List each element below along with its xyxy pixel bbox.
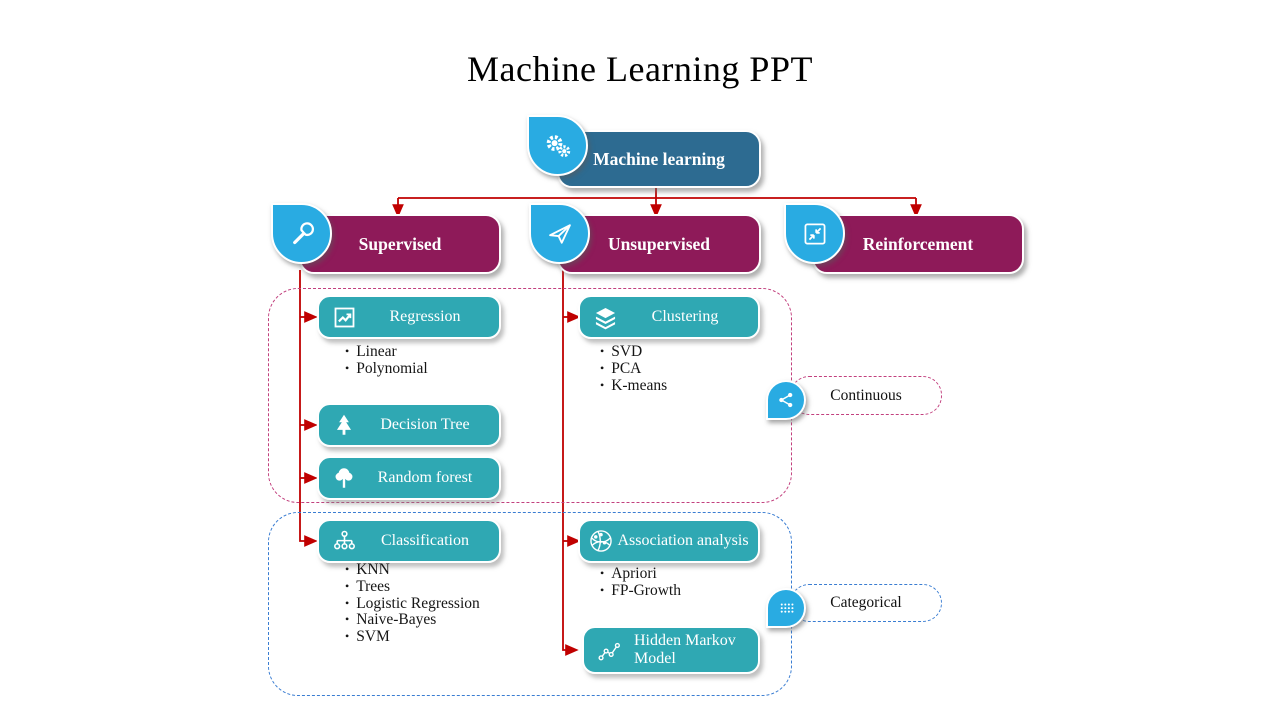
node-regression: Regression bbox=[317, 295, 501, 339]
node-label: Machine learning bbox=[593, 148, 725, 169]
node-classification: Classification bbox=[317, 519, 501, 563]
node-label: Association analysis bbox=[617, 532, 749, 549]
compress-arrows-icon bbox=[784, 203, 845, 264]
regression-methods-list: Linear Polynomial bbox=[345, 343, 428, 378]
chart-line-icon bbox=[329, 302, 359, 332]
gears-icon bbox=[527, 115, 588, 176]
node-reinforcement: Reinforcement bbox=[812, 214, 1024, 274]
paper-plane-icon bbox=[529, 203, 590, 264]
node-label: Regression bbox=[389, 308, 461, 325]
tag-categorical: Categorical bbox=[790, 584, 942, 622]
markov-chain-icon bbox=[594, 635, 624, 665]
list-item: SVD bbox=[600, 343, 667, 361]
round-tree-icon bbox=[329, 463, 359, 493]
node-label: Classification bbox=[381, 532, 469, 549]
dot-grid-icon bbox=[766, 588, 806, 628]
wrench-icon bbox=[271, 203, 332, 264]
list-item: Polynomial bbox=[345, 360, 427, 378]
classification-methods-list: KNN Trees Logistic Regression Naive-Baye… bbox=[345, 561, 480, 646]
list-item: Linear bbox=[345, 343, 428, 361]
list-item: K-means bbox=[600, 377, 667, 395]
node-clustering: Clustering bbox=[578, 295, 760, 339]
list-item: SVM bbox=[345, 628, 480, 646]
node-label: Unsupervised bbox=[607, 233, 711, 254]
node-label: Random forest bbox=[377, 469, 473, 486]
node-label: Reinforcement bbox=[862, 233, 974, 254]
list-item: Naive-Bayes bbox=[345, 612, 480, 629]
node-decision-tree: Decision Tree bbox=[317, 403, 501, 447]
node-label: Hidden Markov Model bbox=[634, 632, 736, 667]
org-chart-icon bbox=[329, 526, 359, 556]
node-machine-learning: Machine learning bbox=[557, 130, 761, 188]
node-association-analysis: Association analysis bbox=[578, 519, 760, 563]
list-item: Apriori bbox=[600, 565, 681, 583]
list-item: PCA bbox=[600, 360, 667, 378]
tag-continuous: Continuous bbox=[790, 376, 942, 415]
node-random-forest: Random forest bbox=[317, 456, 501, 500]
share-nodes-icon bbox=[766, 380, 806, 420]
tag-label: Continuous bbox=[830, 386, 902, 404]
list-item: Trees bbox=[345, 578, 480, 596]
tag-label: Categorical bbox=[830, 594, 902, 611]
node-label: Supervised bbox=[358, 233, 442, 254]
list-item: Logistic Regression bbox=[345, 595, 480, 613]
node-label: Decision Tree bbox=[380, 416, 470, 433]
list-item: FP-Growth bbox=[600, 582, 681, 600]
node-supervised: Supervised bbox=[299, 214, 501, 274]
slide-title: Machine Learning PPT bbox=[467, 49, 813, 89]
node-hidden-markov-model: Hidden Markov Model bbox=[582, 626, 760, 674]
node-label: Clustering bbox=[651, 308, 719, 325]
association-methods-list: Apriori FP-Growth bbox=[600, 565, 681, 600]
pine-tree-icon bbox=[329, 410, 359, 440]
list-item: KNN bbox=[345, 561, 480, 579]
clustering-methods-list: SVD PCA K-means bbox=[600, 343, 667, 395]
globe-network-icon bbox=[586, 526, 616, 556]
layers-icon bbox=[590, 302, 620, 332]
